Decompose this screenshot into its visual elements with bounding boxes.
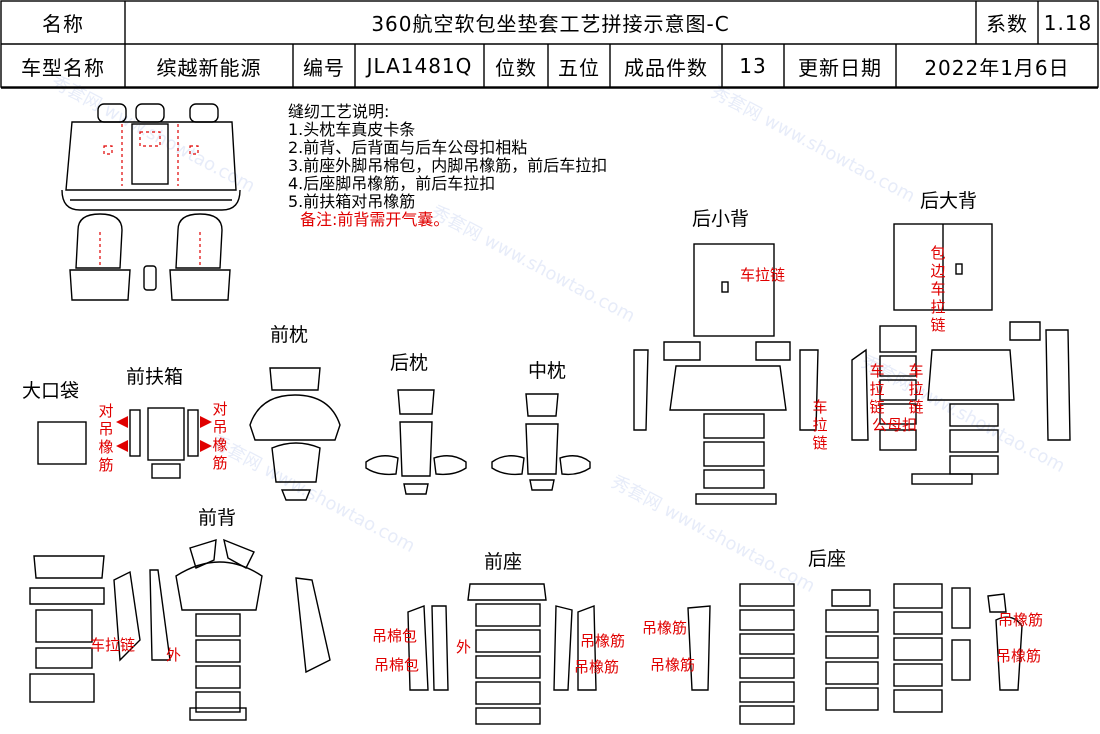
- big-pocket-pattern: [37, 421, 87, 465]
- date-label: 更新日期: [798, 55, 882, 80]
- code-value: JLA1481Q: [366, 54, 473, 78]
- coef-label: 系数: [986, 12, 1028, 36]
- annotation-diao-xiang-jin: 吊橡筋: [996, 647, 1042, 665]
- front-armrest-pattern: [129, 407, 199, 479]
- label-front-back: 前背: [198, 507, 237, 529]
- date-value: 2022年1月6日: [924, 55, 1070, 80]
- front-back-pattern: [29, 538, 331, 721]
- title-block: 名称 360航空软包坐垫套工艺拼接示意图-C 系数 1.18 车型名称 缤越新能…: [0, 0, 1100, 88]
- annotation-diao-xiang-jin: 吊橡筋: [580, 632, 626, 650]
- annotation-diao-mian-bao: 吊棉包: [374, 656, 420, 674]
- car-value: 缤越新能源: [156, 55, 262, 80]
- notes-remark: 备注:前背需开气囊。: [300, 210, 450, 229]
- rear-big-back-pattern: [851, 223, 1071, 485]
- label-middle-pillow: 中枕: [528, 360, 567, 382]
- middle-pillow-pattern: [491, 393, 591, 491]
- annotation-che-la-lian: 车拉链: [740, 266, 786, 284]
- label-rear-pillow: 后枕: [390, 352, 429, 374]
- label-big-pocket: 大口袋: [22, 380, 80, 402]
- annotation-dui-diao-xiang-jin: 对吊橡筋: [212, 400, 228, 472]
- rear-small-back-pattern: [633, 243, 819, 505]
- annotation-che-la-lian: 车拉链: [869, 362, 885, 416]
- notes-title: 缝纫工艺说明:: [288, 102, 390, 121]
- annotation-diao-xiang-jin: 吊橡筋: [642, 619, 688, 637]
- label-rear-seat: 后座: [808, 548, 847, 570]
- drawing-title: 360航空软包坐垫套工艺拼接示意图-C: [371, 12, 730, 36]
- annotation-gong-mu-kou: 公母扣: [872, 416, 918, 434]
- position-label: 位数: [495, 55, 537, 80]
- front-seats-overview: [69, 213, 231, 301]
- front-pillow-pattern: [249, 367, 341, 501]
- label-front-seat: 前座: [484, 551, 523, 573]
- code-label: 编号: [303, 55, 345, 80]
- label-rear-big-back: 后大背: [920, 190, 978, 212]
- annotation-bao-bian-che-la-lian: 包边车拉链: [930, 244, 946, 334]
- count-value: 13: [739, 54, 767, 78]
- rear-bench-overview: [61, 103, 241, 211]
- car-label: 车型名称: [21, 55, 105, 80]
- annotation-diao-mian-bao: 吊棉包: [372, 627, 418, 645]
- note-item: 4.后座脚吊橡筋，前后车拉扣: [288, 174, 496, 193]
- label-rear-small-back: 后小背: [692, 208, 750, 230]
- annotation-diao-xiang-jin: 吊橡筋: [574, 658, 620, 676]
- sewing-notes: 缝纫工艺说明: 1.头枕车真皮卡条 2.前背、后背面与后车公母扣相粘 3.前座外…: [288, 103, 607, 229]
- note-item: 2.前背、后背面与后车公母扣相粘: [288, 138, 528, 157]
- annotation-che-la-lian: 车拉链: [90, 636, 136, 654]
- note-item: 5.前扶箱对吊橡筋: [288, 192, 416, 211]
- label-front-armrest: 前扶箱: [126, 366, 184, 388]
- annotation-che-la-lian: 车拉链: [908, 362, 924, 416]
- annotation-wai: 外: [166, 646, 182, 664]
- annotation-dui-diao-xiang-jin: 对吊橡筋: [98, 402, 114, 474]
- label-front-pillow: 前枕: [270, 324, 309, 346]
- name-label: 名称: [42, 12, 84, 36]
- position-value: 五位: [558, 55, 600, 80]
- note-item: 3.前座外脚吊棉包，内脚吊橡筋，前后车拉扣: [288, 156, 608, 175]
- front-seat-pattern: [407, 583, 597, 725]
- note-item: 1.头枕车真皮卡条: [288, 120, 416, 139]
- rear-seat-pattern: [687, 583, 1023, 725]
- annotation-diao-xiang-jin: 吊橡筋: [650, 656, 696, 674]
- annotation-diao-xiang-jin: 吊橡筋: [998, 611, 1044, 629]
- coef-value: 1.18: [1043, 10, 1093, 35]
- rear-pillow-pattern: [365, 389, 467, 495]
- count-label: 成品件数: [624, 55, 708, 80]
- annotation-wai: 外: [456, 638, 472, 656]
- annotation-che-la-lian: 车拉链: [812, 398, 828, 452]
